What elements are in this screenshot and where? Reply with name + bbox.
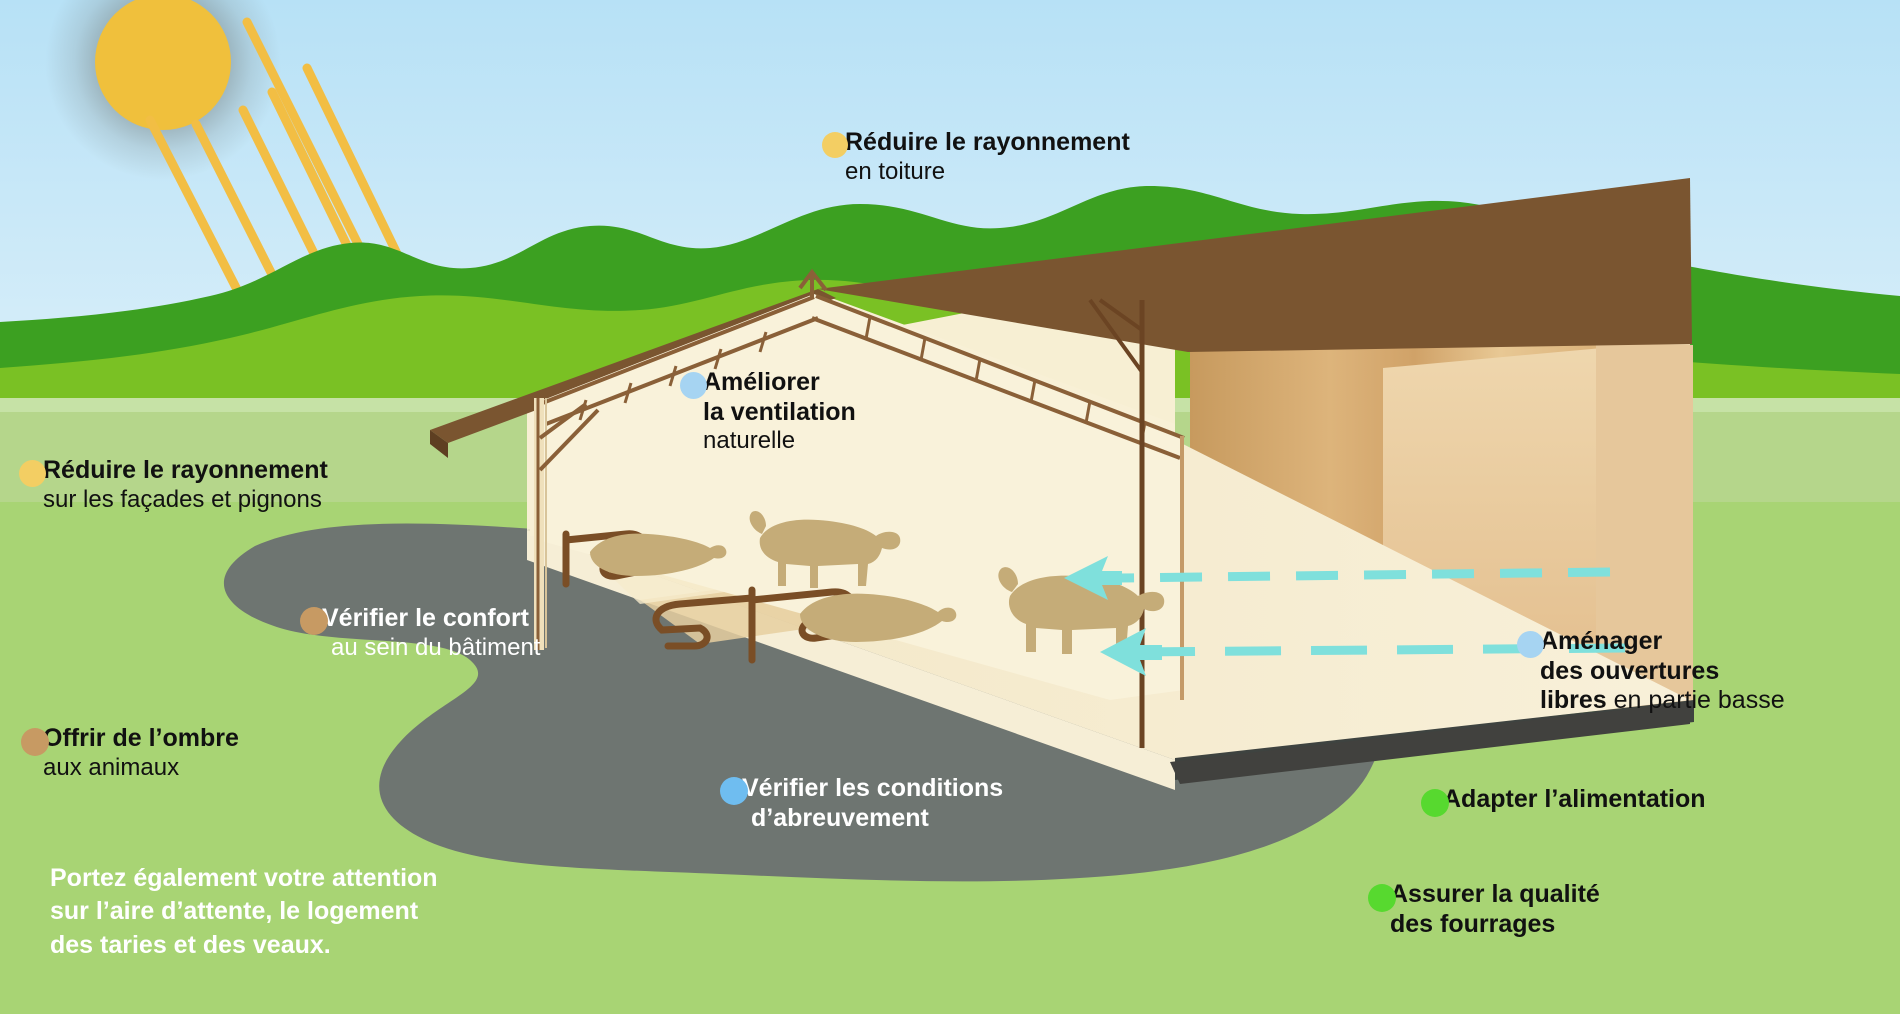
roof-purlin-ticks-left: [578, 331, 768, 421]
label-line-1: Assurer la qualité: [1390, 880, 1600, 908]
barn-roof-overhang-edge: [430, 430, 448, 458]
label-amenager-ouvertures: Aménager des ouvertures libres en partie…: [1517, 627, 1785, 716]
cow-lying-2: [800, 593, 957, 642]
airflow-arrow-upper: [1064, 556, 1122, 600]
cow-standing-1: [749, 510, 901, 588]
label-line-2: en toiture: [845, 157, 946, 185]
label-line-1: Améliorer: [703, 368, 820, 396]
label-line-2: sur les façades et pignons: [43, 485, 322, 513]
label-line-1b: des ouvertures: [1540, 656, 1720, 685]
label-assurer-qualite-fourrages: Assurer la qualité des fourrages: [1368, 880, 1600, 939]
label-verifier-confort: Vérifier le confort au sein du bâtiment: [300, 604, 541, 662]
label-line-1: Vérifier le confort: [322, 604, 529, 632]
ridge-cap: [798, 268, 828, 298]
note-attention: Portez également votre attention sur l’a…: [50, 862, 438, 962]
bullet-dot-tan: [300, 607, 328, 635]
bullet-dot-green: [1421, 789, 1449, 817]
label-line-1: Vérifier les conditions: [742, 774, 1004, 802]
bullet-dot-blue: [1517, 631, 1544, 658]
cow-lying-1: [590, 533, 727, 576]
label-line-1: Réduire le rayonnement: [845, 128, 1130, 156]
cow-standing-2: [998, 567, 1165, 654]
barn-front-sill: [1170, 702, 1690, 784]
barn-roof-plane: [818, 178, 1692, 352]
bullet-dot-tan: [21, 728, 49, 756]
note-line-2: sur l’aire d’attente, le logement: [50, 897, 419, 926]
label-line-1b: la ventilation: [703, 397, 856, 426]
bullet-dot-blue-mid: [720, 777, 748, 805]
label-reduire-rayonnement-facades: Réduire le rayonnement sur les façades e…: [19, 456, 328, 514]
label-line-2: d’abreuvement: [751, 803, 929, 832]
label-reduire-rayonnement-toiture: Réduire le rayonnement en toiture: [822, 128, 1130, 186]
label-offrir-ombre: Offrir de l’ombre aux animaux: [21, 724, 239, 782]
airflow-upper: [1119, 567, 1611, 583]
bullet-dot-yellow: [19, 460, 46, 487]
label-line-2: au sein du bâtiment: [331, 633, 541, 661]
label-line-2: libres en partie basse: [1540, 686, 1785, 716]
label-ameliorer-ventilation: Améliorer la ventilation naturelle: [680, 368, 856, 455]
label-line-1: Réduire le rayonnement: [43, 456, 328, 484]
note-line-3: des taries et des veaux.: [50, 930, 331, 959]
label-line-1: Aménager: [1540, 627, 1663, 655]
note-line-1: Portez également votre attention: [50, 864, 438, 892]
bullet-dot-yellow: [822, 132, 848, 158]
barn-right-endwall: [1596, 343, 1693, 726]
label-adapter-alimentation: Adapter l’alimentation: [1421, 785, 1706, 817]
label-line-2: aux animaux: [43, 753, 180, 781]
roof-purlins-left: [539, 295, 819, 426]
bullet-dot-blue: [680, 372, 707, 399]
roof-purlins-right: [811, 294, 1185, 460]
bullet-dot-green: [1368, 884, 1396, 912]
label-line-2-rest: en partie basse: [1606, 686, 1785, 714]
label-line-1: Offrir de l’ombre: [43, 724, 239, 752]
label-verifier-abreuvement: Vérifier les conditions d’abreuvement: [720, 774, 1004, 833]
airflow-arrow-lower: [1100, 628, 1162, 676]
barn-posts: [534, 298, 1184, 748]
label-line-1b: des fourrages: [1390, 909, 1556, 938]
label-line-1: Adapter l’alimentation: [1443, 785, 1706, 813]
sun-icon: [95, 0, 231, 130]
label-line-2: naturelle: [703, 427, 796, 454]
label-line-2-bold: libres: [1540, 686, 1607, 714]
